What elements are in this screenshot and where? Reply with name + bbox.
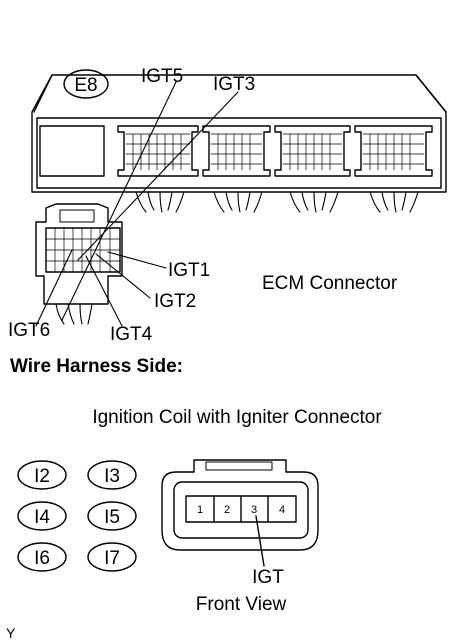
coil-code-i7: I7	[104, 548, 120, 569]
ecm-socket-3	[274, 125, 351, 177]
coil-pin-numbers: 1 2 3 4	[197, 504, 285, 516]
coil-pin-1: 1	[197, 504, 203, 516]
coil-code-i3: I3	[104, 466, 120, 487]
ecm-socket-1	[117, 125, 199, 177]
igt5-label: IGT5	[141, 66, 183, 87]
igt3-leader	[77, 91, 239, 261]
e8-detached-socket	[35, 203, 123, 325]
coil-pin-4: 4	[279, 504, 285, 516]
ecm-rectangular-port	[39, 125, 105, 177]
igt1-label: IGT1	[168, 260, 210, 281]
igt4-label: IGT4	[110, 324, 153, 345]
coil-code-labels: I2 I3 I4 I5 I6 I7	[34, 466, 120, 569]
igt1-leader	[107, 251, 167, 269]
coil-code-i2: I2	[34, 466, 50, 487]
coil-pin-2: 2	[224, 504, 230, 516]
ecm-connector-title: ECM Connector	[262, 273, 398, 294]
coil-code-i5: I5	[104, 507, 120, 528]
igt-pin-label: IGT	[252, 567, 284, 588]
igt4-leader	[85, 255, 123, 327]
ecm-socket-2	[202, 125, 271, 177]
e8-code: E8	[74, 75, 97, 96]
front-view-label: Front View	[196, 594, 287, 615]
ignition-coil-connector	[161, 459, 319, 567]
coil-pin-3: 3	[251, 504, 257, 516]
ecm-connector-housing	[31, 74, 447, 193]
leader-lines	[35, 81, 239, 327]
coil-code-ovals	[17, 460, 137, 572]
wire-harness-side-heading: Wire Harness Side:	[10, 356, 183, 377]
e8-code-oval	[63, 69, 109, 99]
corner-mark: Y	[6, 625, 16, 641]
ecm-labels: E8 IGT5 IGT3 IGT1 IGT2 IGT6 IGT4 ECM Con…	[8, 66, 398, 345]
igt6-leader	[35, 249, 73, 327]
coil-code-i6: I6	[34, 548, 50, 569]
igt5-leader	[61, 81, 177, 321]
igt2-leader	[95, 253, 151, 299]
igt2-label: IGT2	[154, 291, 196, 312]
igt3-label: IGT3	[213, 74, 255, 95]
igt-leader	[255, 515, 265, 567]
ecm-wire-bundles	[135, 191, 419, 213]
igt6-label: IGT6	[8, 320, 50, 341]
coil-code-i4: I4	[34, 507, 50, 528]
ecm-socket-4	[354, 125, 433, 177]
ignition-coil-title: Ignition Coil with Igniter Connector	[92, 407, 382, 428]
